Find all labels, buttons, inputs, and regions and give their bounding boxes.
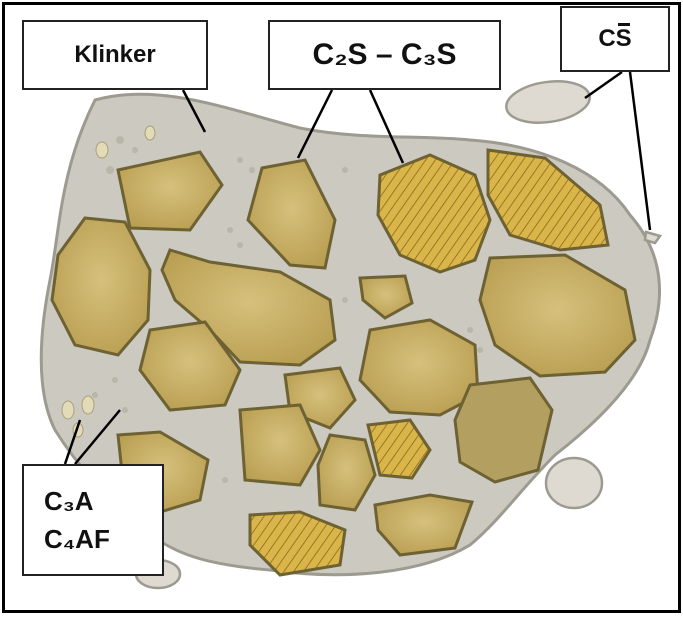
label-klinker: Klinker (22, 20, 208, 90)
label-c4af-text: C₄AF (44, 520, 110, 558)
label-cs-s: S (616, 25, 632, 53)
label-cs: CS (560, 6, 670, 72)
label-c3a-c4af: C₃A C₄AF (22, 464, 164, 576)
grain (455, 378, 552, 482)
gypsum-pebble (546, 458, 602, 508)
label-klinker-text: Klinker (74, 41, 155, 69)
leader-line (585, 72, 622, 98)
label-c2s-c3s-text: C₂S – C₃S (313, 38, 457, 72)
gypsum-pebble (504, 76, 593, 127)
gypsum-pebble (645, 232, 660, 243)
label-c2s-c3s: C₂S – C₃S (268, 20, 501, 90)
leader-line (630, 72, 650, 230)
label-cs-c: C (598, 25, 615, 53)
label-c3a-text: C₃A (44, 482, 94, 520)
